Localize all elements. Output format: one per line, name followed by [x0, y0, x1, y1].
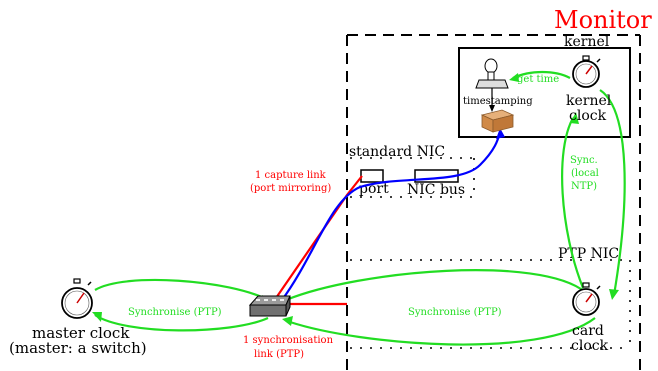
get-time-label: get time	[517, 74, 559, 85]
capture-link-label-1: 1 capture link	[255, 170, 327, 181]
local-sync-label-2: (local	[571, 168, 599, 179]
card-clock-label-2: clock	[571, 338, 609, 354]
nic-bus-label: NIC bus	[407, 182, 465, 198]
kernel-card-sync-loop	[561, 89, 626, 300]
kernel-stopwatch-icon	[572, 55, 601, 88]
master-stopwatch-icon	[61, 278, 93, 319]
sync-link-label-1: 1 synchronisation	[243, 335, 334, 346]
monitor-title: Monitor	[554, 6, 652, 34]
standard-nic-label: standard NIC	[349, 144, 445, 160]
sync-link-label-2: link (PTP)	[254, 349, 304, 360]
capture-link	[275, 128, 505, 301]
kernel-label: kernel	[564, 34, 610, 50]
local-sync-label-1: Sync.	[570, 155, 598, 166]
card-clock-label-1: card	[572, 323, 604, 339]
kernel-clock-label-1: kernel	[566, 93, 612, 109]
monitor-boundary	[346, 34, 641, 371]
packet-box-icon	[480, 109, 515, 133]
switch-card-sync-loop	[282, 269, 596, 346]
rubber-stamp-icon	[475, 58, 509, 89]
sync-right-label: Synchronise (PTP)	[408, 307, 502, 318]
master-clock-label-1: master clock	[32, 324, 130, 342]
network-switch-icon	[248, 295, 291, 317]
local-sync-label-3: NTP)	[571, 181, 597, 192]
standard-nic-region	[350, 157, 478, 198]
card-stopwatch-icon	[572, 282, 601, 316]
sync-left-label: Synchronise (PTP)	[128, 307, 222, 318]
ptp-nic-label: PTP NIC	[558, 246, 619, 262]
ptp-nic-region	[350, 259, 631, 349]
kernel-clock-label-2: clock	[569, 108, 607, 124]
timestamping-label: timestamping	[463, 96, 533, 107]
master-switch-sync-loop	[92, 278, 272, 332]
master-clock-label-2: (master: a switch)	[9, 339, 147, 357]
capture-link-label-2: (port mirroring)	[250, 183, 331, 194]
get-time-arrow	[509, 70, 571, 82]
